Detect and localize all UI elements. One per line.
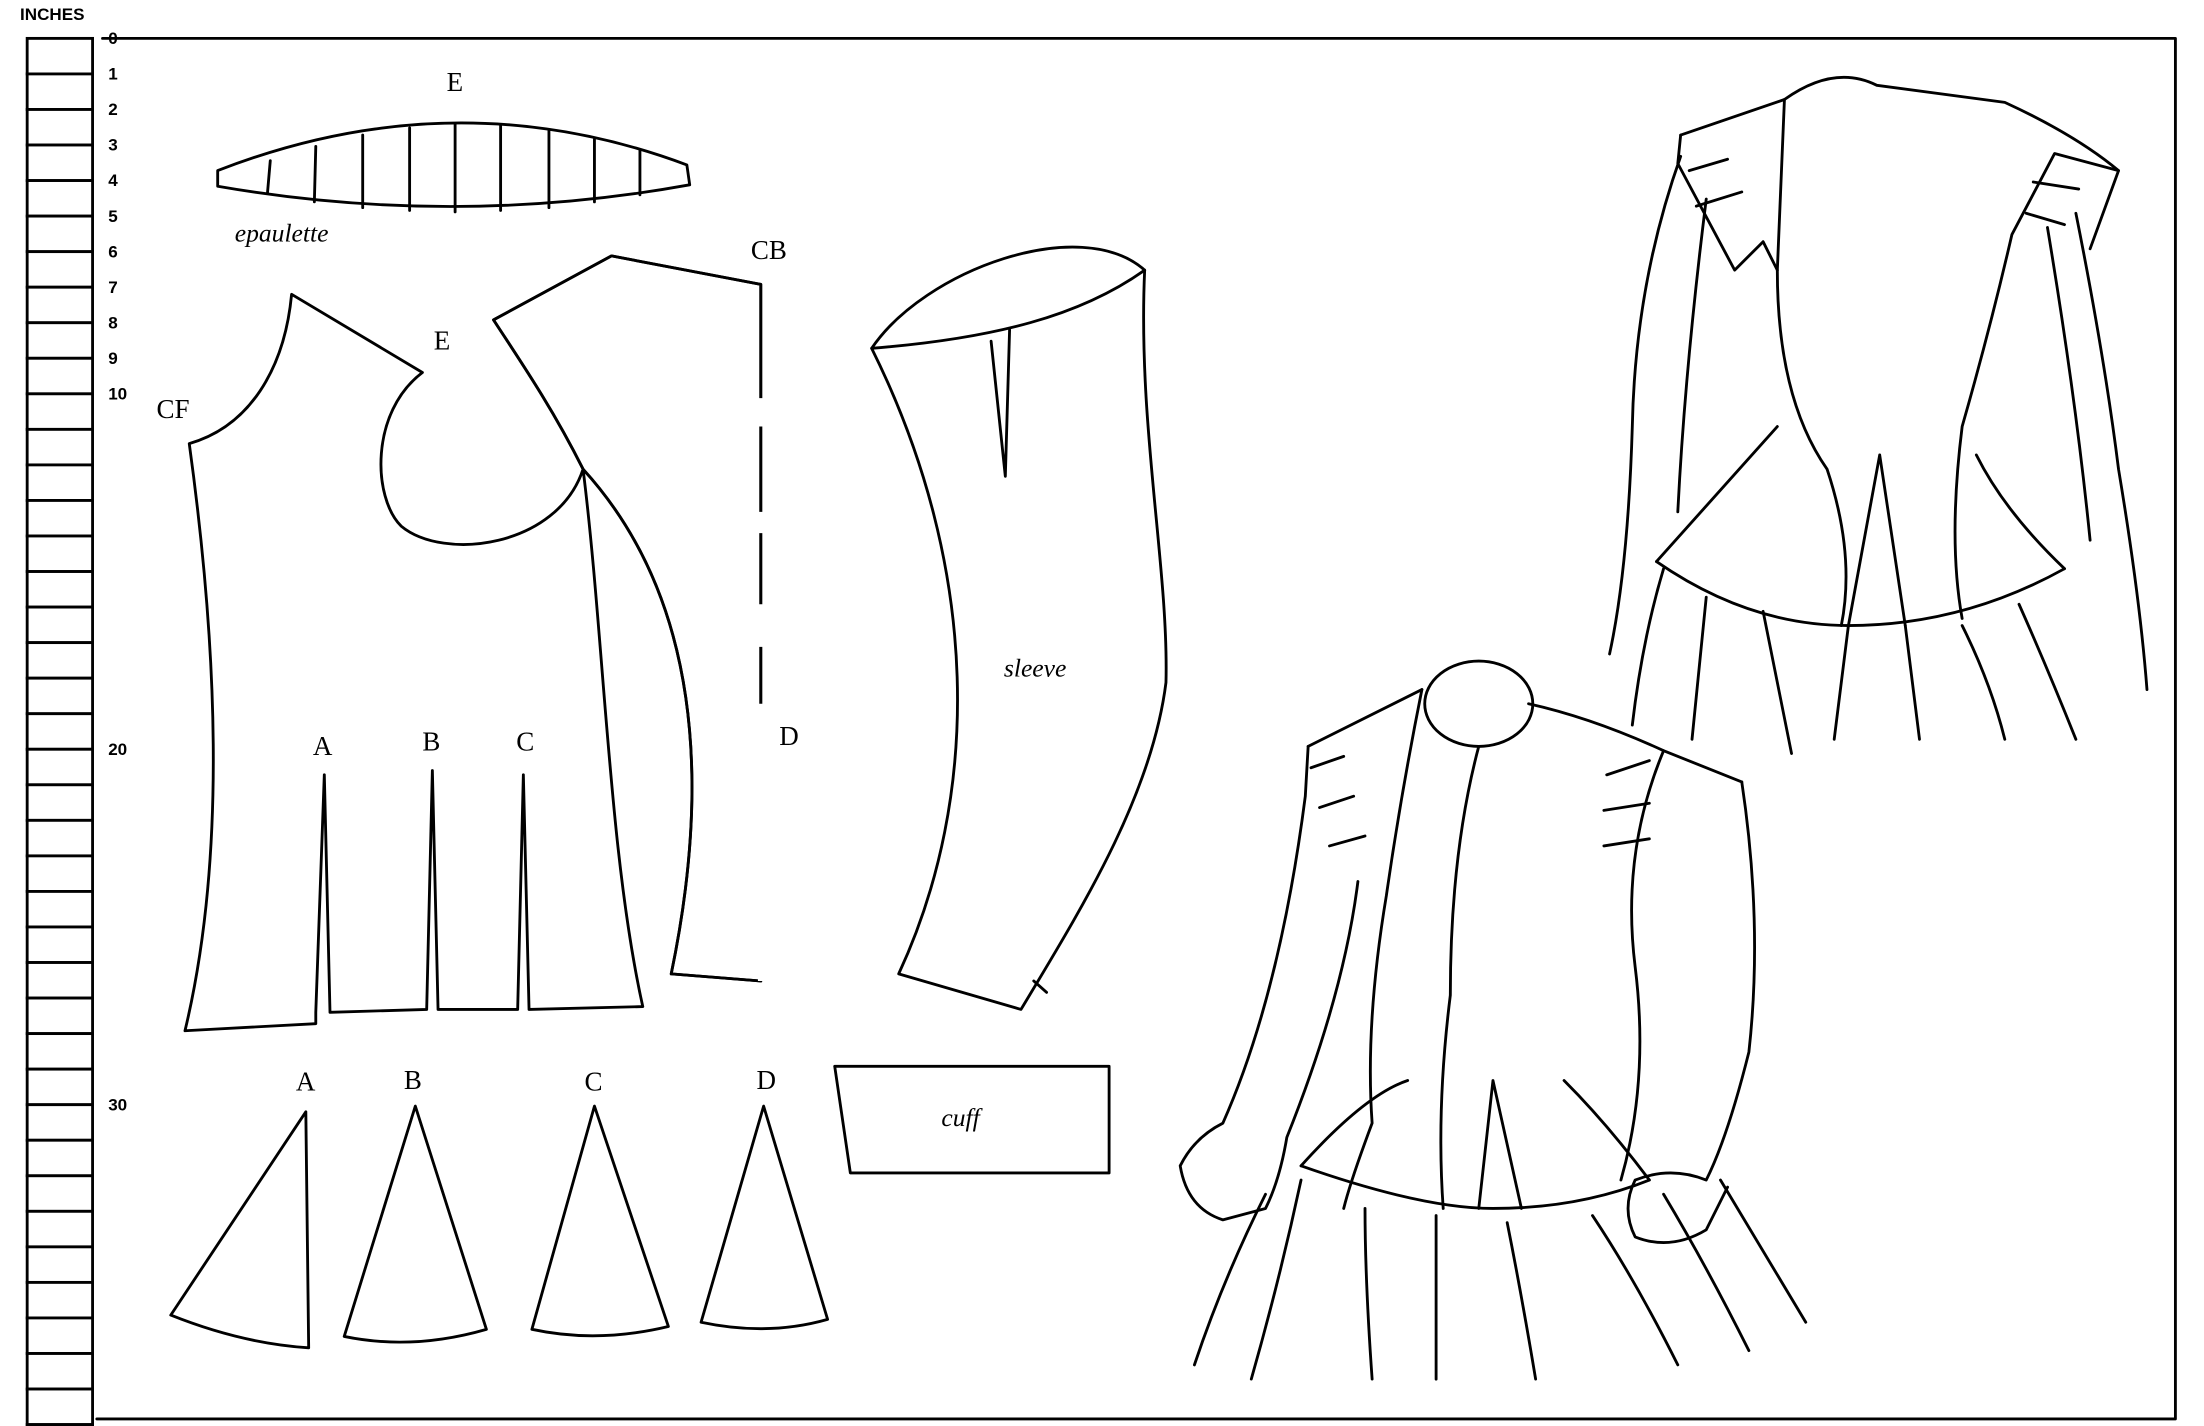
ruler-inch-box (25, 1352, 94, 1391)
ruler-inch-box (25, 605, 94, 645)
back-view-illustration (1608, 75, 2149, 755)
sleeve-label: sleeve (1004, 654, 1066, 683)
ruler-tick-label: 2 (108, 100, 117, 119)
gore-d-label: D (757, 1065, 777, 1095)
ruler-tick-label: 4 (108, 171, 118, 190)
ruler-unit-label: INCHES (20, 5, 84, 24)
ruler-inch-box (25, 570, 94, 609)
gore-b-label: B (404, 1065, 422, 1095)
ruler-tick-label: 8 (108, 313, 117, 332)
ruler-tick-label: 5 (108, 207, 117, 226)
ruler-inch-box (25, 641, 94, 680)
front-mark-e: E (434, 326, 451, 356)
dart-c-label: C (516, 727, 534, 757)
ruler-inch-box (25, 961, 94, 1000)
dart-a-label: A (313, 731, 333, 761)
ruler-inch-box (25, 676, 94, 716)
ruler-tick-label: 7 (108, 278, 117, 297)
ruler-inch-box (25, 214, 94, 254)
ruler-tick-label: 9 (108, 349, 117, 368)
cuff-piece: cuff (833, 1064, 1111, 1175)
ruler-inch-box (25, 427, 94, 467)
ruler-inch-box (25, 1245, 94, 1284)
front-view-illustration (1178, 659, 1808, 1381)
cuff-label: cuff (941, 1103, 983, 1132)
ruler-tick-label: 3 (108, 136, 117, 155)
cb-label: CB (751, 235, 787, 265)
ruler-inch-box (25, 1280, 94, 1320)
front-bodice-piece: E CF A B C (157, 292, 645, 1033)
ruler-inch-box (25, 1387, 94, 1426)
ruler-inch-box (25, 499, 94, 538)
gore-a-label: A (296, 1066, 316, 1096)
cf-label: CF (157, 394, 190, 424)
ruler-inch-box (25, 285, 94, 325)
epaulette-piece: E epaulette (216, 67, 692, 248)
ruler-inch-box (25, 36, 94, 76)
ruler-inch-box (25, 747, 94, 787)
ruler-inch-box (25, 143, 94, 182)
epaulette-label: epaulette (235, 219, 329, 248)
ruler-inch-box (25, 1103, 94, 1142)
ruler-inch-box (25, 179, 94, 218)
ruler-tick-label: 6 (108, 242, 117, 261)
epaulette-mark-e: E (447, 67, 463, 97)
ruler-inch-box (25, 250, 94, 289)
frame-border (95, 36, 2177, 1421)
ruler-inch-box (25, 818, 94, 858)
ruler-inch-box (25, 712, 94, 751)
ruler-tick-label: 1 (108, 65, 117, 84)
ruler-inch-box (25, 1067, 94, 1107)
back-mark-d: D (779, 721, 799, 751)
inch-ruler (25, 36, 94, 1426)
ruler-inch-box (25, 1138, 94, 1178)
gore-pieces: A B C D (169, 1065, 830, 1350)
sleeve-piece: sleeve (870, 245, 1168, 1011)
back-bodice-piece: CB D (492, 235, 799, 983)
ruler-inch-box (25, 890, 94, 929)
ruler-tick-label: 30 (108, 1095, 127, 1114)
ruler-inch-box (25, 392, 94, 431)
ruler-inch-box (25, 996, 94, 1036)
ruler-tick-label: 20 (108, 740, 127, 759)
dart-b-label: B (422, 727, 440, 757)
ruler-inch-box (25, 1209, 94, 1249)
ruler-inch-box (25, 356, 94, 396)
ruler-inch-box (25, 108, 94, 147)
gore-c-label: C (584, 1066, 602, 1096)
ruler-inch-box (25, 321, 94, 360)
ruler-tick-label: 10 (108, 385, 127, 404)
ruler-inch-box (25, 854, 94, 893)
ruler-inch-box (25, 1423, 94, 1426)
ruler-inch-box (25, 1316, 94, 1355)
ruler-inch-box (25, 463, 94, 502)
ruler-inch-box (25, 783, 94, 822)
ruler-inch-box (25, 925, 94, 964)
ruler-inch-box (25, 1174, 94, 1213)
ruler-inch-box (25, 534, 94, 573)
ruler-inch-box (25, 72, 94, 111)
ruler-inch-box (25, 1032, 94, 1071)
